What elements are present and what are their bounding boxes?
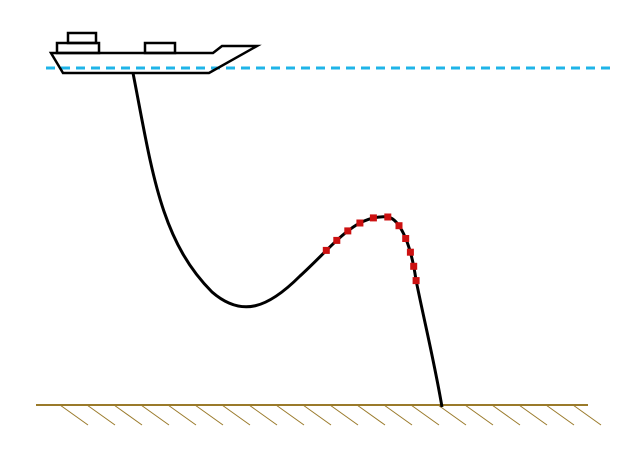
vessel-bridge-lower bbox=[55, 41, 101, 55]
buoyancy-module bbox=[369, 214, 377, 222]
seabed-hatch-mark bbox=[275, 404, 305, 426]
seabed bbox=[36, 404, 602, 426]
vessel-hull bbox=[48, 44, 262, 75]
seabed-hatch-mark bbox=[464, 404, 494, 426]
seabed-hatching bbox=[59, 404, 602, 426]
buoyancy-modules bbox=[322, 213, 420, 285]
seabed-hatch-mark bbox=[572, 404, 602, 426]
seabed-hatch-mark bbox=[113, 404, 143, 426]
seabed-hatch-mark bbox=[410, 404, 440, 426]
seabed-hatch-mark bbox=[59, 404, 89, 426]
buoyancy-module bbox=[356, 219, 364, 227]
vessel-deck-house bbox=[143, 41, 177, 55]
vessel bbox=[48, 31, 262, 75]
seabed-hatch-mark bbox=[248, 404, 278, 426]
seabed-hatch-mark bbox=[140, 404, 170, 426]
seabed-hatch-mark bbox=[86, 404, 116, 426]
seabed-hatch-mark bbox=[491, 404, 521, 426]
buoyancy-module bbox=[322, 246, 330, 254]
buoyancy-module bbox=[412, 277, 420, 285]
seabed-hatch-mark bbox=[329, 404, 359, 426]
buoyancy-module bbox=[402, 235, 410, 242]
buoyancy-module bbox=[410, 262, 418, 270]
vessel-bridge-upper bbox=[66, 31, 98, 45]
seabed-hatch-mark bbox=[545, 404, 575, 426]
seabed-hatch-mark bbox=[221, 404, 251, 426]
buoyancy-module bbox=[406, 248, 414, 256]
seabed-hatch-mark bbox=[356, 404, 386, 426]
buoyancy-module bbox=[395, 222, 403, 230]
seabed-hatch-mark bbox=[437, 404, 467, 426]
seabed-hatch-mark bbox=[194, 404, 224, 426]
seabed-hatch-mark bbox=[167, 404, 197, 426]
buoyancy-module bbox=[384, 213, 392, 221]
seabed-hatch-mark bbox=[383, 404, 413, 426]
seabed-hatch-mark bbox=[302, 404, 332, 426]
buoyancy-module bbox=[333, 236, 341, 244]
seabed-hatch-mark bbox=[518, 404, 548, 426]
riser-line bbox=[131, 72, 444, 408]
buoyancy-module bbox=[344, 227, 352, 235]
